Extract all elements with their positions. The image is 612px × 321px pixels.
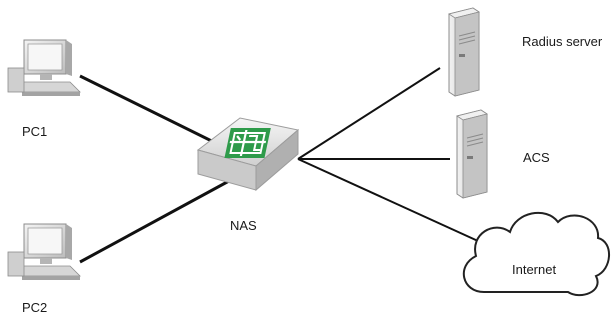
switch-logo-icon (224, 128, 271, 158)
link-pc2-nas (79, 173, 241, 264)
acs-label: ACS (523, 150, 550, 165)
desktop-computer-icon (7, 39, 81, 96)
radius-server-label: Radius server (522, 34, 603, 49)
desktop-computer-icon (7, 223, 81, 280)
tower-server-icon (456, 109, 488, 199)
internet-label: Internet (512, 262, 557, 277)
link-nas-internet (297, 158, 479, 242)
tower-server-icon (448, 7, 480, 97)
pc2-label: PC2 (22, 300, 48, 315)
pc1-label: PC1 (22, 124, 48, 139)
network-switch-icon (196, 117, 300, 192)
link-nas-radius (297, 67, 441, 160)
cloud-icon (462, 212, 610, 297)
nas-label: NAS (230, 218, 257, 233)
